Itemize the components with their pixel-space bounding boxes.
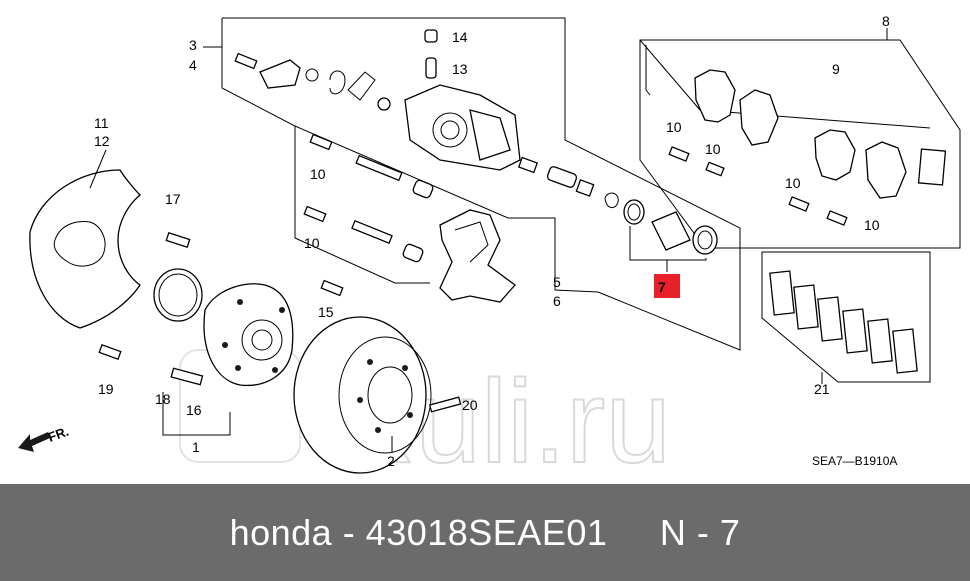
callout-6: 6 <box>553 293 561 309</box>
callout-5: 5 <box>553 274 561 290</box>
callout-2: 2 <box>387 453 395 469</box>
brake-pads <box>668 69 947 226</box>
shim-frame <box>761 251 931 383</box>
callout-14: 14 <box>452 29 468 45</box>
front-marker-label: FR. <box>46 424 71 445</box>
diagram-svg: Ruli.ru <box>18 13 961 489</box>
caliper-small-parts <box>234 29 438 111</box>
callout-10-a: 10 <box>310 166 326 182</box>
callout-labels: 3 4 14 13 8 9 11 12 10 10 10 10 10 10 17… <box>94 13 897 469</box>
caliper-body <box>404 84 521 171</box>
callout-7: 7 <box>658 279 666 295</box>
callout-8: 8 <box>882 13 890 29</box>
backing-plate <box>29 149 141 329</box>
footer-bar: honda - 43018SEAE01 N - 7 <box>0 484 970 581</box>
brake-disc <box>293 316 462 474</box>
caliper-frame <box>203 17 741 351</box>
callout-9: 9 <box>832 61 840 77</box>
callout-10-b: 10 <box>304 235 320 251</box>
parts-diagram: Ruli.ru <box>18 13 961 489</box>
callout-19: 19 <box>98 381 114 397</box>
diagram-code: SEA7—B1910A <box>812 454 897 468</box>
pad-shims <box>769 270 918 384</box>
callout-18: 18 <box>155 391 171 407</box>
part-number-caption: honda - 43018SEAE01 N - 7 <box>229 512 741 553</box>
callout-10-d: 10 <box>705 141 721 157</box>
callout-20: 20 <box>462 397 478 413</box>
hub-assembly <box>153 268 294 436</box>
callout-10-e: 10 <box>785 175 801 191</box>
caliper-bracket <box>439 209 516 303</box>
callout-1: 1 <box>192 439 200 455</box>
callout-12: 12 <box>94 133 110 149</box>
callout-10-f: 10 <box>864 217 880 233</box>
callout-3: 3 <box>189 37 197 53</box>
front-arrow: FR. <box>18 424 71 452</box>
callout-11: 11 <box>94 115 109 131</box>
callout-4: 4 <box>189 57 197 73</box>
callout-10-c: 10 <box>666 119 682 135</box>
callout-21: 21 <box>814 381 830 397</box>
callout-15: 15 <box>318 304 334 320</box>
guide-pins <box>98 133 434 361</box>
highlight-box-7 <box>654 274 680 298</box>
callout-16: 16 <box>186 402 202 418</box>
piston-kit <box>517 156 718 298</box>
callout-17: 17 <box>165 191 181 207</box>
callout-13: 13 <box>452 61 468 77</box>
pad-frame <box>639 28 961 249</box>
